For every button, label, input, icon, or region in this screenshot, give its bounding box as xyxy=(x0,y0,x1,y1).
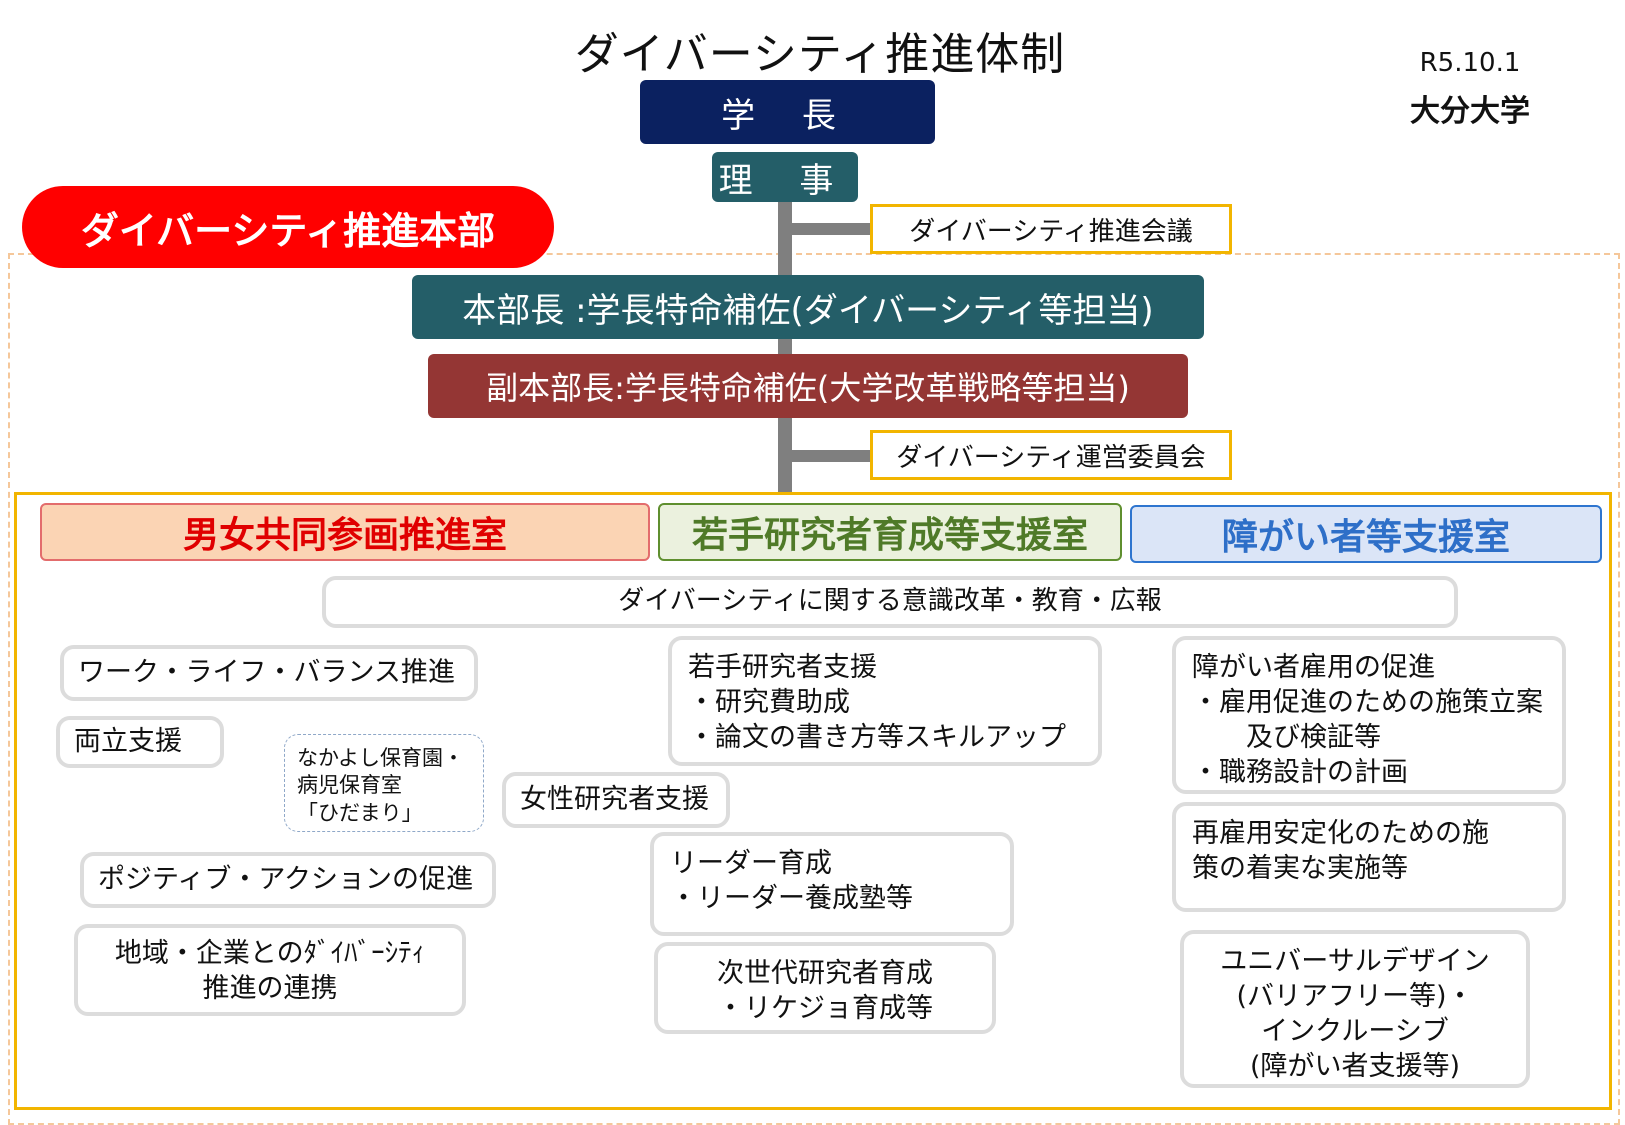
work-life-balance-box: ワーク・ライフ・バランス推進 xyxy=(60,645,478,701)
young-researcher-support-box: 若手研究者支援 ・研究費助成 ・論文の書き方等スキルアップ xyxy=(668,636,1102,766)
next-generation-box: 次世代研究者育成 ・リケジョ育成等 xyxy=(654,942,996,1034)
office-young-researchers: 若手研究者育成等支援室 xyxy=(658,503,1122,561)
positive-action-box: ポジティブ・アクションの促進 xyxy=(80,852,496,908)
headquarters-frame xyxy=(8,253,1620,1125)
director-box: 理 事 xyxy=(712,152,858,202)
promotion-council-box: ダイバーシティ推進会議 xyxy=(870,204,1232,254)
organization-name: 大分大学 xyxy=(1410,94,1530,129)
steering-committee-box: ダイバーシティ運営委員会 xyxy=(870,430,1232,480)
offices-frame xyxy=(14,492,1612,1110)
awareness-box: ダイバーシティに関する意識改革・教育・広報 xyxy=(322,576,1458,628)
connector-branch-council xyxy=(790,223,874,235)
office-gender-equality: 男女共同参画推進室 xyxy=(40,503,650,561)
regional-collaboration-box: 地域・企業とのﾀﾞｲﾊﾞｰｼﾃｨ 推進の連携 xyxy=(74,924,466,1016)
nursery-box: なかよし保育園・ 病児保育室 「ひだまり」 xyxy=(284,734,484,832)
leader-development-box: リーダー育成 ・リーダー養成塾等 xyxy=(650,832,1014,936)
connector-trunk xyxy=(778,202,792,492)
connector-branch-committee xyxy=(790,450,874,462)
re-employment-box: 再雇用安定化のための施 策の着実な実施等 xyxy=(1172,802,1566,912)
female-researcher-support-box: 女性研究者支援 xyxy=(502,772,730,828)
office-disability-support: 障がい者等支援室 xyxy=(1130,505,1602,563)
balance-support-box: 両立支援 xyxy=(56,716,224,768)
headquarters-badge: ダイバーシティ推進本部 xyxy=(22,186,554,268)
date-label: R5.10.1 xyxy=(1419,48,1521,78)
vice-chief-box: 副本部長:学長特命補佐(大学改革戦略等担当) xyxy=(428,354,1188,418)
president-box: 学 長 xyxy=(640,80,935,144)
page-title: ダイバーシティ推進体制 xyxy=(574,29,1066,80)
chief-box: 本部長 :学長特命補佐(ダイバーシティ等担当) xyxy=(412,275,1204,339)
disability-employment-box: 障がい者雇用の促進 ・雇用促進のための施策立案 及び検証等 ・職務設計の計画 xyxy=(1172,636,1566,794)
universal-design-box: ユニバーサルデザイン (バリアフリー等)・ インクルーシブ (障がい者支援等) xyxy=(1180,930,1530,1088)
